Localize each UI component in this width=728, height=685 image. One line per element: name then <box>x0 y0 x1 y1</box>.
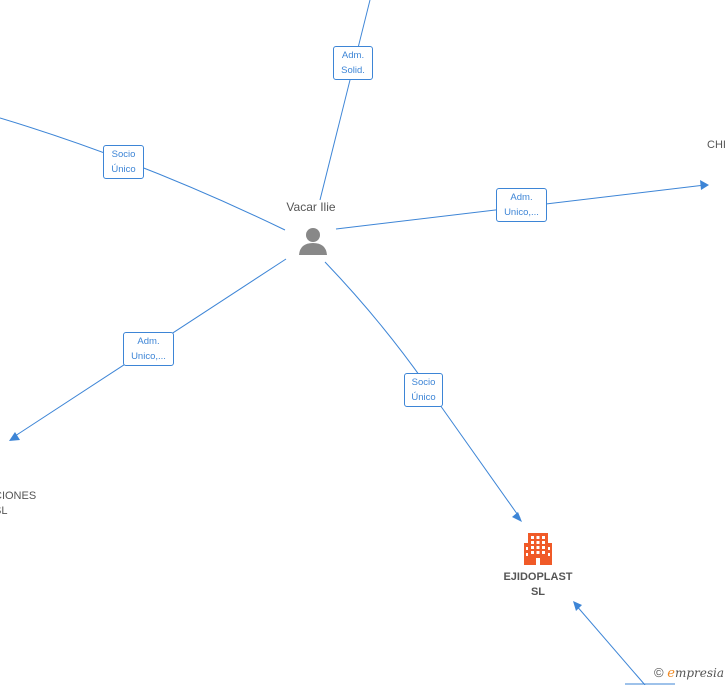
person-name[interactable]: Vacar Ilie <box>286 200 336 214</box>
edge-label-socio-unico-left[interactable]: Socio Único <box>103 145 144 179</box>
edge-label-adm-solid[interactable]: Adm. Solid. <box>333 46 373 80</box>
brand-logo-rest: mpresia <box>674 666 724 680</box>
arrow-to-company <box>512 512 522 522</box>
person-icon[interactable] <box>297 226 329 256</box>
partial-label-right[interactable]: CHI <box>707 139 726 151</box>
company-name[interactable]: EJIDOPLAST SL <box>503 571 573 598</box>
arrow-bottom-left <box>9 432 20 441</box>
building-icon[interactable] <box>522 531 554 565</box>
partial-label-bottom-left[interactable]: CIONES SL <box>0 490 37 517</box>
edge-adm-solid <box>319 0 371 201</box>
copyright-icon: © <box>654 665 664 680</box>
edge-label-adm-unico-right[interactable]: Adm. Unico,... <box>496 188 547 222</box>
arrow-right <box>700 180 709 190</box>
edge-label-adm-unico-left[interactable]: Adm. Unico,... <box>123 332 174 366</box>
arrow-into-company <box>573 601 582 611</box>
brand-logo-e: e <box>667 666 675 681</box>
watermark: © empresia <box>654 665 724 681</box>
edge-from-bottom-right <box>574 603 646 685</box>
edge-label-socio-unico-down[interactable]: Socio Único <box>404 373 443 407</box>
